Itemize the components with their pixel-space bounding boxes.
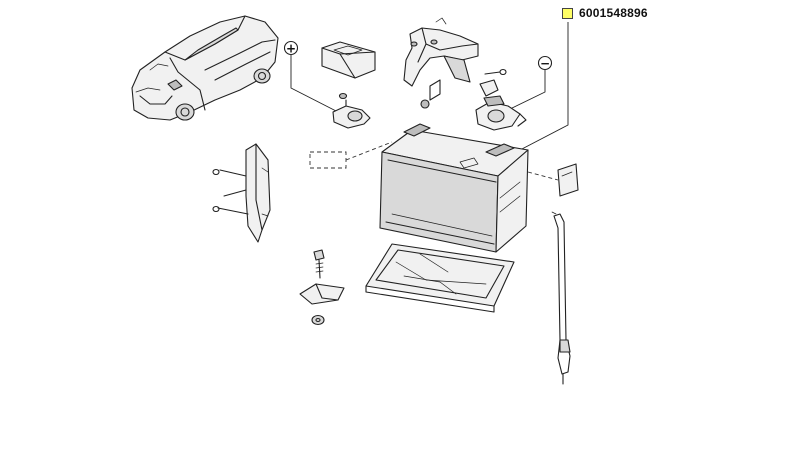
callout-marker xyxy=(562,7,573,19)
positive-symbol: + xyxy=(286,42,296,56)
battery xyxy=(379,123,529,253)
negative-terminal-assembly xyxy=(475,79,527,131)
negative-terminal-callout: − xyxy=(507,55,553,111)
part-number-leader xyxy=(519,22,569,151)
positive-terminal-callout: + xyxy=(283,40,339,113)
part-number-callout: 6001548896 xyxy=(562,5,648,21)
positive-terminal-assembly xyxy=(332,92,371,129)
mounting-bracket xyxy=(403,17,507,109)
part-number[interactable]: 6001548896 xyxy=(579,6,648,20)
vehicle-illustration xyxy=(131,15,279,121)
tie-rod xyxy=(551,211,571,385)
bolt-and-washer xyxy=(299,249,345,326)
terminal-cover xyxy=(321,41,376,79)
battery-tray xyxy=(365,243,515,313)
negative-symbol: − xyxy=(540,57,550,71)
battery-clamp-bracket xyxy=(212,143,271,243)
positive-cable-dashed-outline xyxy=(309,141,393,169)
label-plate xyxy=(527,163,579,197)
